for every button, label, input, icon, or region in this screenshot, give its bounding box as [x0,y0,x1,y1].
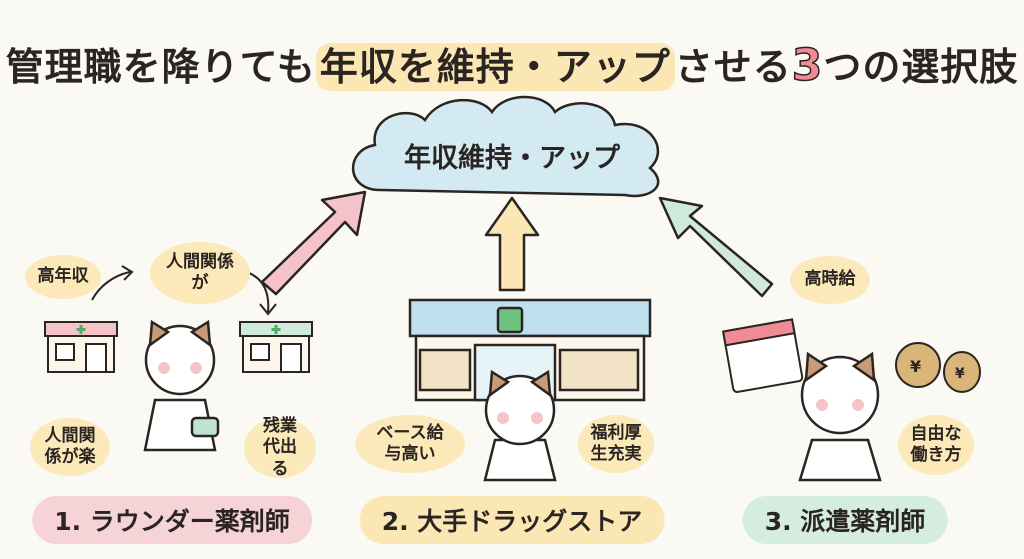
money-bag-icon [895,342,981,393]
cat-character-3 [798,351,882,482]
option-label-dispatch: 3. 派遣薬剤師 [742,496,948,544]
bubble-relationships: 人間関係が [150,242,250,304]
bubble-flexible-work: 自由な働き方 [898,415,974,475]
curve-arrow [91,265,134,301]
arrow-1 [260,190,367,296]
bubble-high-income: 高年収 [25,255,101,299]
title-part: つの選択肢 [823,45,1019,89]
option-label-drugstore: 2. 大手ドラッグストア [359,496,665,544]
bubble-overtime-pay: 残業代出る [244,416,316,479]
goal-cloud-text: 年収維持・アップ [404,143,620,174]
bubble-high-hourly-wage: 高時給 [790,256,870,304]
title-number: 3 [791,39,824,92]
yen-icon: ¥ [910,357,921,376]
bubble-base-salary: ベース給与高い [355,415,465,473]
pharmacy-icon [44,321,118,373]
cloud-shape [351,95,660,198]
bubble-easy-relationships: 人間関係が楽 [30,418,110,476]
pharmacy-icon [239,321,313,373]
title-part: 管理職を降りても [5,45,316,89]
calendar-icon [721,318,804,393]
cat-character-1 [143,319,220,452]
bubble-benefits: 福利厚生充実 [578,415,654,473]
cat-character-2 [483,369,557,482]
title-highlight: 年収を維持・アップ [315,43,675,91]
arrow-3 [658,196,774,298]
arrow-2 [484,196,540,292]
title-part: させる [674,45,792,89]
option-label-rounder: 1. ラウンダー薬剤師 [32,496,312,544]
drugstore-icon [408,298,652,402]
yen-icon: ¥ [955,366,965,382]
page-title: 管理職を降りても年収を維持・アップさせる3つの選択肢 [0,36,1024,92]
